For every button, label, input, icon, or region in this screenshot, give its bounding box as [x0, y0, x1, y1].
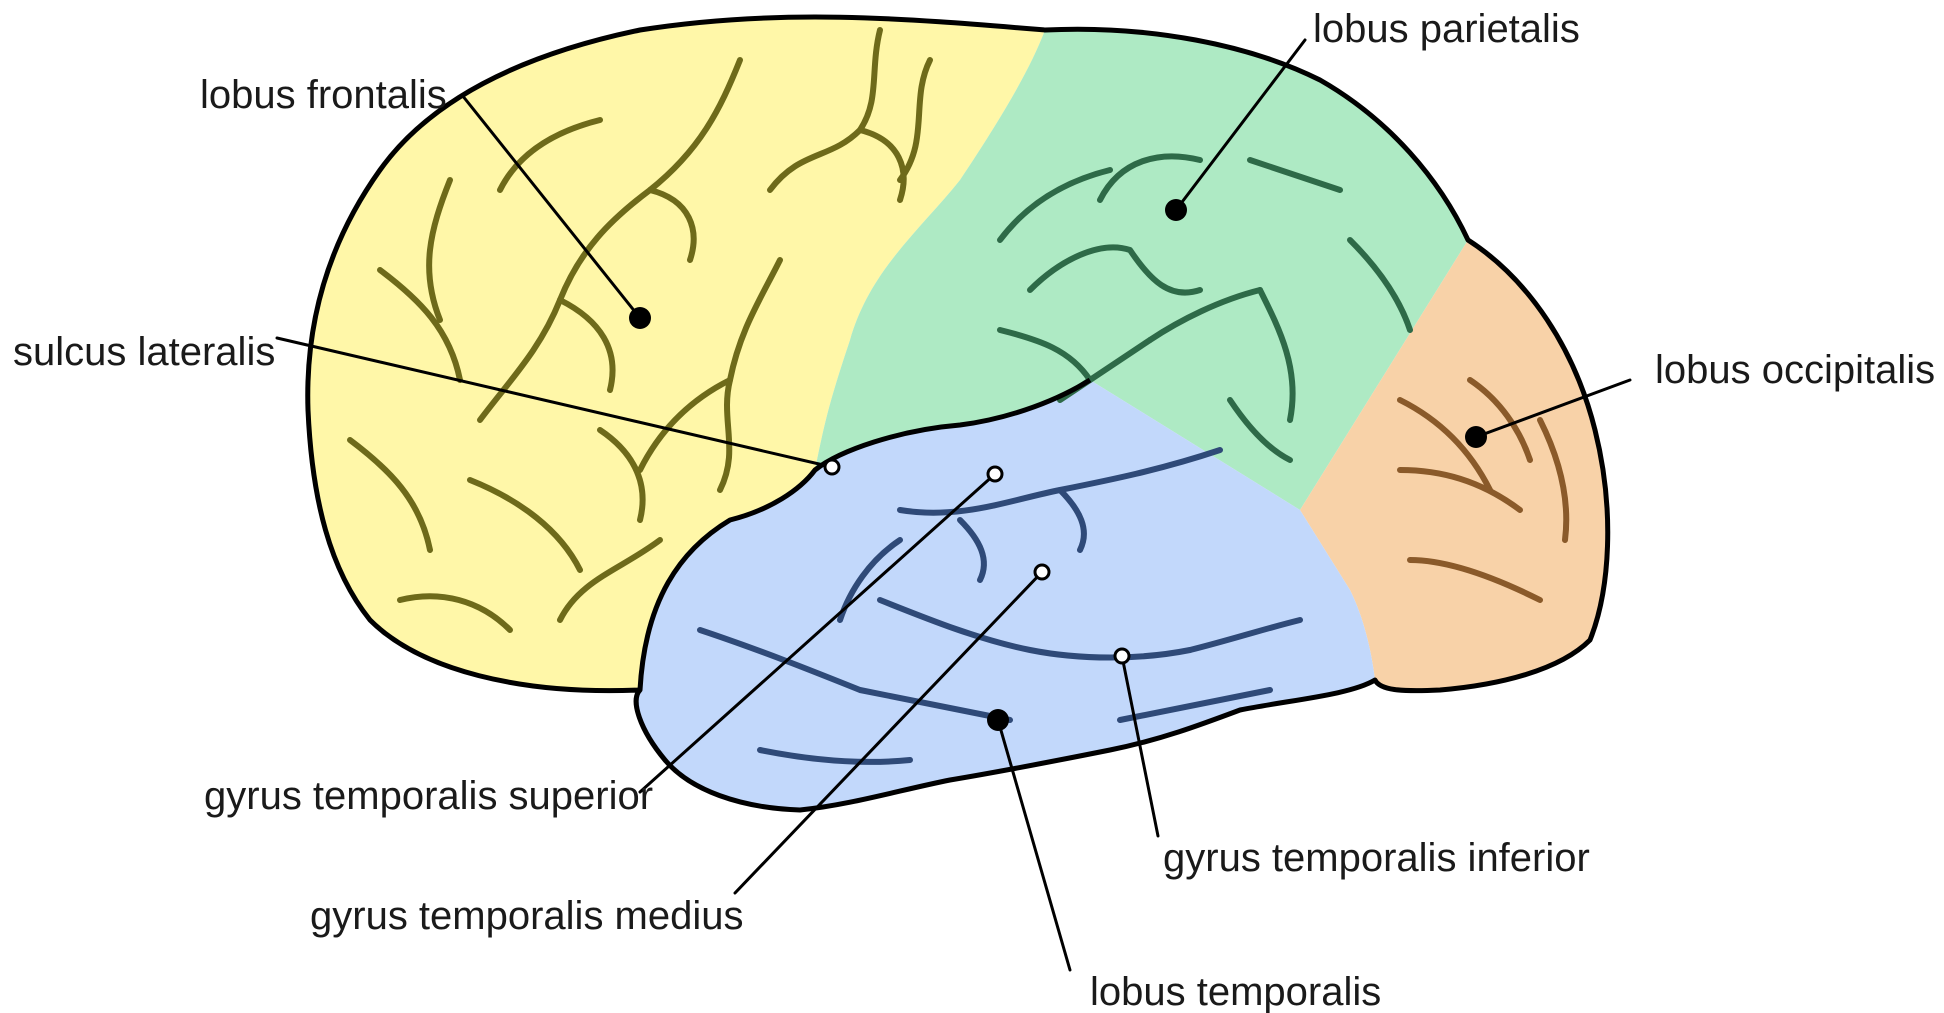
marker-gyrus-temporalis-medius: [1035, 565, 1049, 579]
marker-lobus-occipitalis: [1465, 426, 1487, 448]
label-lobus-frontalis: lobus frontalis: [200, 73, 447, 117]
label-lobus-temporalis: lobus temporalis: [1090, 970, 1381, 1013]
marker-lobus-parietalis: [1165, 199, 1187, 221]
label-sulcus-lateralis: sulcus lateralis: [13, 330, 275, 374]
label-gyrus-temporalis-medius: gyrus temporalis medius: [310, 894, 744, 938]
label-gyrus-temporalis-superior: gyrus temporalis superior: [204, 774, 653, 818]
marker-gyrus-temporalis-inferior: [1115, 649, 1129, 663]
marker-lobus-temporalis: [987, 709, 1009, 731]
label-lobus-parietalis: lobus parietalis: [1313, 7, 1580, 51]
marker-sulcus-lateralis: [825, 460, 839, 474]
marker-lobus-frontalis: [629, 307, 651, 329]
label-lobus-occipitalis: lobus occipitalis: [1655, 348, 1935, 392]
label-gyrus-temporalis-inferior: gyrus temporalis inferior: [1163, 836, 1590, 880]
marker-gyrus-temporalis-superior: [988, 467, 1002, 481]
